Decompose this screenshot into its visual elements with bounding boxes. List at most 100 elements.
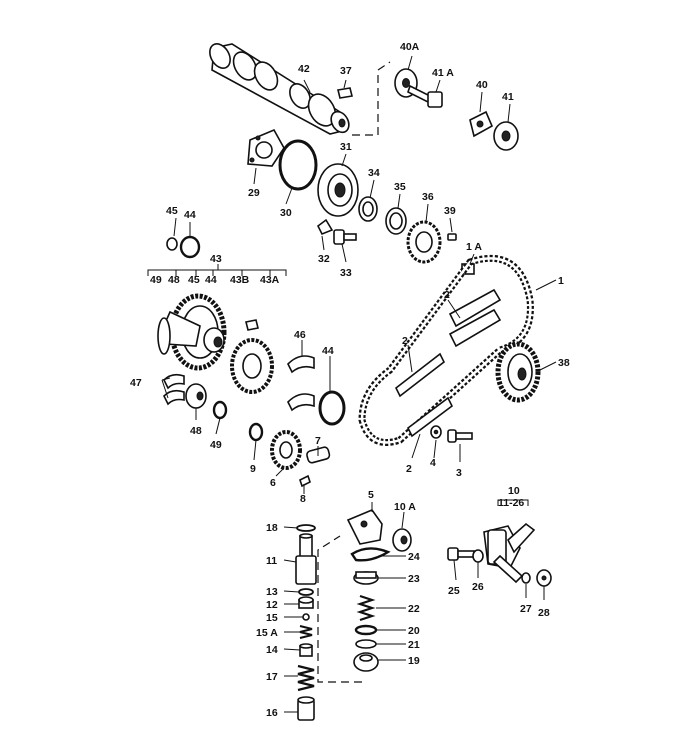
seat-12 <box>298 596 314 609</box>
label-35: 35 <box>394 181 406 193</box>
label-41A: 41 A <box>432 67 454 79</box>
label-16: 16 <box>266 707 278 719</box>
label-2-mid: 2 <box>402 335 408 347</box>
tensioner-arm-5 <box>346 509 383 545</box>
tensioner-10 <box>483 522 536 584</box>
label-23: 23 <box>408 573 420 585</box>
key-37 <box>337 87 353 99</box>
label-24: 24 <box>408 551 420 563</box>
label-42: 42 <box>298 63 310 75</box>
label-4: 4 <box>430 457 436 469</box>
label-2-lower: 2 <box>406 463 412 475</box>
ring-49 <box>212 400 228 420</box>
label-40: 40 <box>476 79 488 91</box>
label-2-upper: 2 <box>444 289 450 301</box>
intermediate-shaft-43 <box>157 293 227 371</box>
washer-34 <box>358 196 378 222</box>
nut-28 <box>536 569 552 587</box>
camshaft <box>209 43 350 135</box>
check-valve-14 <box>299 643 313 657</box>
sprocket-36 <box>406 220 442 264</box>
label-32: 32 <box>318 253 330 265</box>
label-45: 45 <box>166 205 178 217</box>
label-21: 21 <box>408 639 420 651</box>
label-12: 12 <box>266 599 278 611</box>
label-43-sub-49: 49 <box>150 274 162 286</box>
label-47: 47 <box>130 377 142 389</box>
label-44-right: 44 <box>322 345 334 357</box>
ring-44 <box>179 235 201 259</box>
label-40A: 40A <box>400 41 420 53</box>
label-31: 31 <box>340 141 352 153</box>
bolt-33 <box>333 229 357 245</box>
label-34: 34 <box>368 167 380 179</box>
label-15A: 15 A <box>256 627 278 639</box>
leader-lines <box>161 55 557 713</box>
label-20: 20 <box>408 625 420 637</box>
label-46: 46 <box>294 329 306 341</box>
key-43B <box>245 319 259 331</box>
label-1: 1 <box>558 275 564 287</box>
ring-45 <box>166 237 178 251</box>
bracket-43 <box>147 269 287 276</box>
label-22: 22 <box>408 603 420 615</box>
plate-40 <box>469 110 494 138</box>
label-37: 37 <box>340 65 352 77</box>
spring-22 <box>356 594 376 622</box>
nut-41 <box>493 121 519 151</box>
chain-guide-2-mid <box>394 352 446 398</box>
label-43B: 43B <box>230 274 250 286</box>
label-10: 10 <box>508 485 520 497</box>
washer-32 <box>316 218 334 236</box>
label-11: 11 <box>266 555 277 567</box>
spring-17 <box>297 664 315 692</box>
label-36: 36 <box>422 191 434 203</box>
chain-guide-2-lower <box>406 396 454 438</box>
cap-23 <box>353 571 379 585</box>
label-10-range: 11-26 <box>498 497 524 509</box>
label-27: 27 <box>520 603 532 615</box>
body-19 <box>353 652 379 672</box>
label-10A: 10 A <box>394 501 416 513</box>
bracket-10 <box>497 499 529 506</box>
ring-44-large <box>318 390 346 426</box>
bearing-shells-46 <box>287 355 315 412</box>
label-39: 39 <box>444 205 456 217</box>
label-17: 17 <box>266 671 278 683</box>
oring-18 <box>296 524 316 532</box>
ring-13 <box>298 588 314 596</box>
timing-chain-1 <box>358 254 534 446</box>
spring-15A <box>299 625 313 639</box>
label-9: 9 <box>250 463 256 475</box>
label-15: 15 <box>266 612 278 624</box>
assembly-dash-top <box>352 61 391 136</box>
washer-26 <box>472 549 484 563</box>
label-30: 30 <box>280 207 292 219</box>
label-43-sub-44: 44 <box>205 274 217 286</box>
label-3: 3 <box>456 467 462 479</box>
label-43-sub-45: 45 <box>188 274 200 286</box>
label-6: 6 <box>270 477 276 489</box>
washer-35 <box>385 207 407 235</box>
bolt-25 <box>447 547 475 561</box>
label-25: 25 <box>448 585 460 597</box>
label-14: 14 <box>266 644 278 656</box>
label-44-top: 44 <box>184 209 196 221</box>
label-18: 18 <box>266 522 278 534</box>
label-26: 26 <box>472 581 484 593</box>
label-19: 19 <box>408 655 420 667</box>
bolt-3 <box>447 429 473 443</box>
circlip-24 <box>350 547 391 562</box>
label-29: 29 <box>248 187 260 199</box>
key-39 <box>447 233 457 241</box>
washer-21 <box>355 639 377 649</box>
part-labels: 1 1 A 2 2 2 3 4 5 6 7 8 9 10 11-26 10 A … <box>130 41 570 719</box>
sprocket-6 <box>270 430 302 470</box>
roller-10A <box>392 528 412 552</box>
label-43: 43 <box>210 253 222 265</box>
hub-31 <box>317 163 359 217</box>
flange-29 <box>247 128 285 167</box>
housing-11 <box>295 533 317 585</box>
label-5: 5 <box>368 489 374 501</box>
